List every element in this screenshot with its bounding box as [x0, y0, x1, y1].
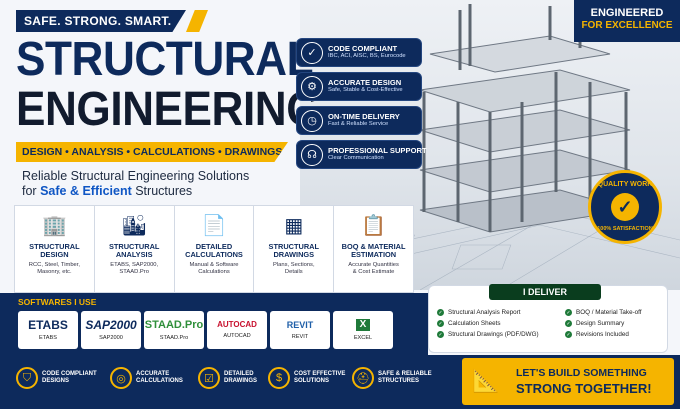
deliverables-title: I DELIVER: [489, 284, 601, 300]
cta-line-1: LET'S BUILD SOMETHING: [516, 367, 647, 379]
badge-line-2: FOR EXCELLENCE: [581, 20, 673, 31]
feature-desc: IBC, ACI, AISC, BS, Eurocode: [328, 53, 406, 60]
seal-top-text: QUALITY WORK: [597, 181, 653, 188]
list-item: ✓BOQ / Material Take-off: [565, 309, 642, 316]
subtitle-highlight: Safe & Efficient: [40, 184, 132, 198]
cta-banner[interactable]: 📐 LET'S BUILD SOMETHING STRONG TOGETHER!: [462, 358, 674, 405]
cta-line-2: STRONG TOGETHER!: [516, 381, 652, 396]
subtitle-line-2: for Safe & Efficient Structures: [22, 184, 192, 198]
list-item: ✓Calculation Sheets: [437, 320, 501, 327]
service-desc: ETABS, SAP2000,STAAD.Pro: [110, 262, 159, 276]
feature-desc: Clear Communication: [328, 155, 384, 162]
shield-check-icon: ✓: [301, 41, 323, 64]
dollar-icon: $: [268, 367, 290, 389]
feature-title: ON-TIME DELIVERY: [328, 112, 400, 122]
feature-title: CODE COMPLIANT: [328, 44, 398, 54]
building-icon: 🏢: [41, 214, 67, 237]
service-desc: Plans, Sections,Details: [273, 262, 315, 276]
list-item: ✓Design Summary: [565, 320, 625, 327]
check-icon: ✓: [565, 320, 572, 327]
subtitle-prefix: for: [22, 184, 41, 198]
checklist-icon: ☑: [198, 367, 220, 389]
quality-seal: QUALITY WORK ✓ 100% SATISFACTION: [588, 170, 662, 244]
badge-line-1: ENGINEERED: [590, 7, 664, 19]
services-bar: DESIGN • ANALYSIS • CALCULATIONS • DRAWI…: [16, 142, 288, 162]
building-search-icon: 🏙: [121, 214, 147, 237]
seal-bottom-text: 100% SATISFACTION: [597, 226, 653, 232]
deliverables-panel: I DELIVER ✓Structural Analysis Report ✓C…: [428, 284, 668, 353]
blueprint-icon: 📐: [472, 368, 500, 393]
deliverables-left: ✓Structural Analysis Report ✓Calculation…: [437, 307, 539, 340]
list-item: ✓Structural Drawings (PDF/DWG): [437, 331, 539, 338]
gear-icon: ⚙: [301, 75, 323, 98]
check-icon: ✓: [437, 331, 444, 338]
list-item: ✓Revisions Included: [565, 331, 629, 338]
target-icon: ◎: [110, 367, 132, 389]
headset-icon: ☊: [301, 143, 323, 166]
check-icon: ✓: [437, 320, 444, 327]
helmet-icon: ⛑: [352, 367, 374, 389]
shield-icon: ⛉: [16, 367, 38, 389]
software-title: SOFTWARES I USE: [18, 297, 97, 307]
engineered-badge: ENGINEERED FOR EXCELLENCE: [574, 0, 680, 42]
feature-title: ACCURATE DESIGN: [328, 78, 402, 88]
document-check-icon: 📄: [201, 214, 227, 237]
list-item: ✓Structural Analysis Report: [437, 309, 521, 316]
subtitle-line-1: Reliable Structural Engineering Solution…: [22, 169, 250, 183]
tagline: SAFE. STRONG. SMART.: [16, 10, 186, 32]
subtitle-suffix: Structures: [131, 184, 193, 198]
service-desc: RCC, Steel, Timber,Masonry, etc.: [28, 262, 81, 276]
clipboard-icon: 📋: [361, 214, 387, 237]
title-line-1: STRUCTURAL: [16, 33, 314, 86]
check-icon: ✓: [437, 309, 444, 316]
checkmark-icon: ✓: [611, 193, 639, 221]
feature-title: PROFESSIONAL SUPPORT: [328, 146, 427, 156]
title-line-2: ENGINEERING: [16, 83, 321, 136]
check-icon: ✓: [565, 309, 572, 316]
clock-icon: ◷: [301, 109, 323, 132]
service-desc: Accurate Quantities& Cost Estimate: [348, 262, 399, 276]
feature-desc: Safe, Stable & Cost-Effective: [328, 87, 403, 94]
blueprint-icon: ▦: [284, 214, 304, 237]
tagline-accent: [186, 10, 208, 32]
feature-desc: Fast & Reliable Service: [328, 121, 389, 128]
deliverables-right: ✓BOQ / Material Take-off ✓Design Summary…: [565, 307, 642, 340]
check-icon: ✓: [565, 331, 572, 338]
